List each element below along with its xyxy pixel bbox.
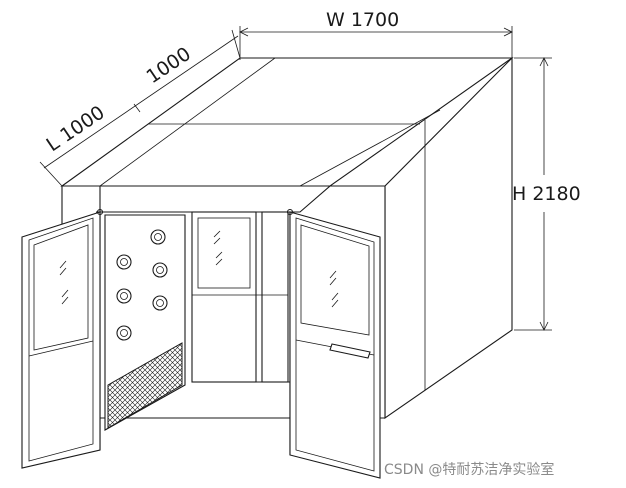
length-dim-line: [43, 35, 239, 169]
length-label-front: L 1000: [42, 102, 108, 157]
left-door-inner-frame: [28, 217, 94, 462]
left-door-window: [33, 224, 89, 351]
hinge-left: [96, 208, 104, 216]
nozzle-6-core: [120, 329, 128, 337]
return-air-grille: [107, 342, 183, 429]
height-dimension: H 2180: [512, 57, 581, 331]
left-door-rail: [28, 340, 94, 357]
interior: [99, 211, 291, 455]
nozzle-1: [150, 229, 166, 245]
nozzle-5: [152, 295, 168, 311]
width-dimension: W 1700: [239, 9, 513, 60]
nozzle-3-core: [156, 266, 164, 274]
length-ext-front: [39, 161, 63, 187]
rear-door-left: [191, 211, 257, 383]
right-door-window: [300, 224, 370, 336]
hinge-right: [286, 208, 294, 216]
height-label: H 2180: [512, 183, 581, 205]
right-door: [289, 211, 381, 479]
length-mid-tick: [133, 103, 141, 113]
nozzle-1-core: [154, 233, 162, 241]
nozzle-6: [116, 325, 132, 341]
length-ext-rear: [231, 29, 241, 59]
nozzle-5-core: [156, 299, 164, 307]
nozzle-3: [152, 262, 168, 278]
roof-seam-2: [99, 57, 276, 187]
right-glass-glint: [329, 270, 339, 308]
rear-door-right: [261, 211, 289, 383]
width-arrows: [239, 27, 513, 37]
door-handle: [329, 343, 371, 359]
right-door-inner-frame: [295, 217, 375, 472]
nozzle-2: [116, 254, 132, 270]
left-glass-glint: [59, 260, 69, 305]
rear-door-left-window: [197, 217, 251, 289]
left-door-frame: [21, 211, 101, 469]
roof-seam-3: [299, 109, 441, 187]
length-label-rear: 1000: [142, 43, 194, 88]
air-nozzles: [116, 229, 168, 341]
nozzle-4: [116, 288, 132, 304]
height-arrows: [539, 57, 549, 331]
front-header: [99, 185, 332, 213]
watermark: CSDN @特耐苏洁净实验室: [384, 461, 554, 478]
nozzle-2-core: [120, 258, 128, 266]
width-label: W 1700: [326, 9, 399, 31]
left-door: [21, 211, 101, 469]
rear-glass-glint: [213, 230, 223, 266]
nozzle-4-core: [120, 292, 128, 300]
